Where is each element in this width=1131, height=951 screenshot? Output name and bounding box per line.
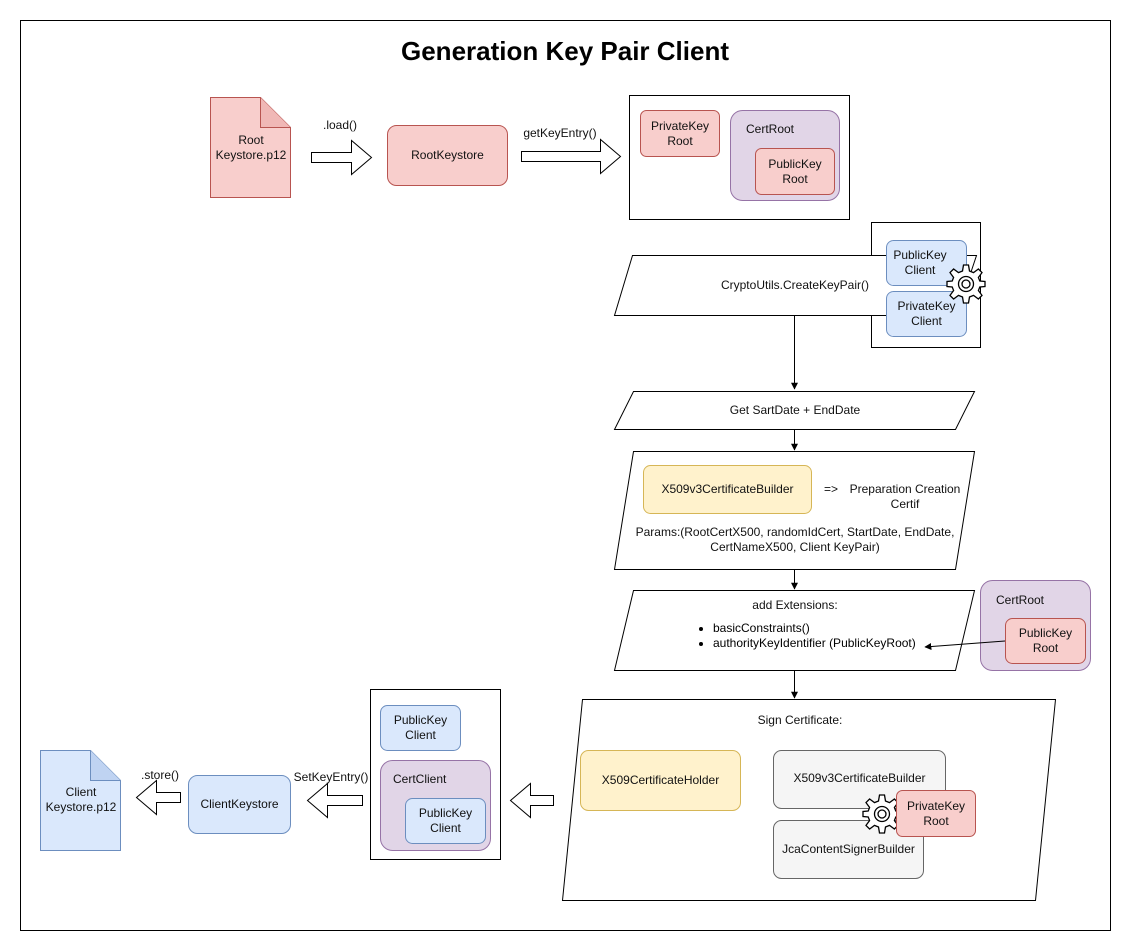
private-key-client-label: PrivateKey Client xyxy=(897,299,956,328)
signer-builder-box xyxy=(773,820,924,879)
client-keystore-file-fold xyxy=(90,750,121,781)
cert-client-label: CertClient xyxy=(393,771,447,786)
create-key-pair-label: CryptoUtils.CreateKeyPair() xyxy=(720,277,870,292)
public-key-client-inner-box xyxy=(405,798,486,844)
sign-certificate-title: Sign Certificate: xyxy=(757,712,843,727)
private-key-root-sign-box xyxy=(896,790,976,837)
public-key-client-top-box xyxy=(886,240,967,286)
signer-builder-label: JcaContentSignerBuilder xyxy=(782,842,915,856)
root-keystore-label: RootKeystore xyxy=(411,148,484,162)
page-title: Generation Key Pair Client xyxy=(401,36,729,66)
root-keystore-file-label: Root Keystore.p12 xyxy=(215,133,287,162)
builder-yellow-label: X509v3CertificateBuilder xyxy=(661,482,794,496)
public-key-root-side-label: PublicKey Root xyxy=(1018,626,1073,655)
public-key-client-result-label: PublicKey Client xyxy=(393,713,448,742)
client-keystore-box xyxy=(188,775,291,834)
add-extensions-title: add Extensions: xyxy=(752,597,838,612)
load-label: .load() xyxy=(322,117,357,132)
extension-item: authorityKeyIdentifier (PublicKeyRoot) xyxy=(713,636,916,651)
private-key-client-box xyxy=(886,291,967,337)
root-keystore-box xyxy=(387,125,508,186)
preparation-text: Preparation Creation Certif xyxy=(849,482,961,511)
set-key-entry-label: SetKeyEntry() xyxy=(293,769,369,784)
client-keystore-file-label: Client Keystore.p12 xyxy=(45,785,117,814)
certificate-holder-label: X509CertificateHolder xyxy=(601,773,720,787)
get-dates-label: Get SartDate + EndDate xyxy=(729,402,861,417)
private-key-root-top-box xyxy=(640,110,720,157)
builder-gray-label: X509v3CertificateBuilder xyxy=(793,771,926,785)
private-key-root-top-label: PrivateKey Root xyxy=(650,118,710,148)
public-key-root-top-box xyxy=(755,148,835,195)
public-key-root-side-box xyxy=(1005,618,1086,664)
params-text: Params:(RootCertX500, randomIdCert, Star… xyxy=(635,525,955,554)
builder-yellow-box xyxy=(643,465,812,514)
extensions-list: basicConstraints() authorityKeyIdentifie… xyxy=(697,621,916,651)
root-keystore-file-fold xyxy=(260,97,291,128)
arrow-text: => xyxy=(823,481,838,496)
extensions-shape xyxy=(613,590,976,671)
store-arrow xyxy=(135,779,181,816)
cert-root-side-label: CertRoot xyxy=(996,592,1045,607)
load-arrow xyxy=(311,139,373,176)
private-key-root-sign-label: PrivateKey Root xyxy=(906,798,966,828)
extension-item: basicConstraints() xyxy=(713,621,916,636)
get-key-entry-arrow xyxy=(521,138,622,175)
public-key-client-result-box xyxy=(380,705,461,751)
get-dates-shape xyxy=(613,391,976,430)
certificate-holder-box xyxy=(580,750,741,811)
public-key-root-top-label: PublicKey Root xyxy=(768,156,822,186)
public-key-client-inner-label: PublicKey Client xyxy=(418,806,473,835)
get-key-entry-label: getKeyEntry() xyxy=(523,125,597,140)
connector-publickey-extensions xyxy=(924,640,1006,651)
result-arrow xyxy=(509,782,554,819)
cert-root-top-label: CertRoot xyxy=(746,121,795,136)
store-label: .store() xyxy=(140,767,179,782)
client-keystore-label: ClientKeystore xyxy=(200,797,279,811)
public-key-client-top-label: PublicKey Client xyxy=(893,248,947,277)
set-key-entry-arrow xyxy=(306,782,363,819)
